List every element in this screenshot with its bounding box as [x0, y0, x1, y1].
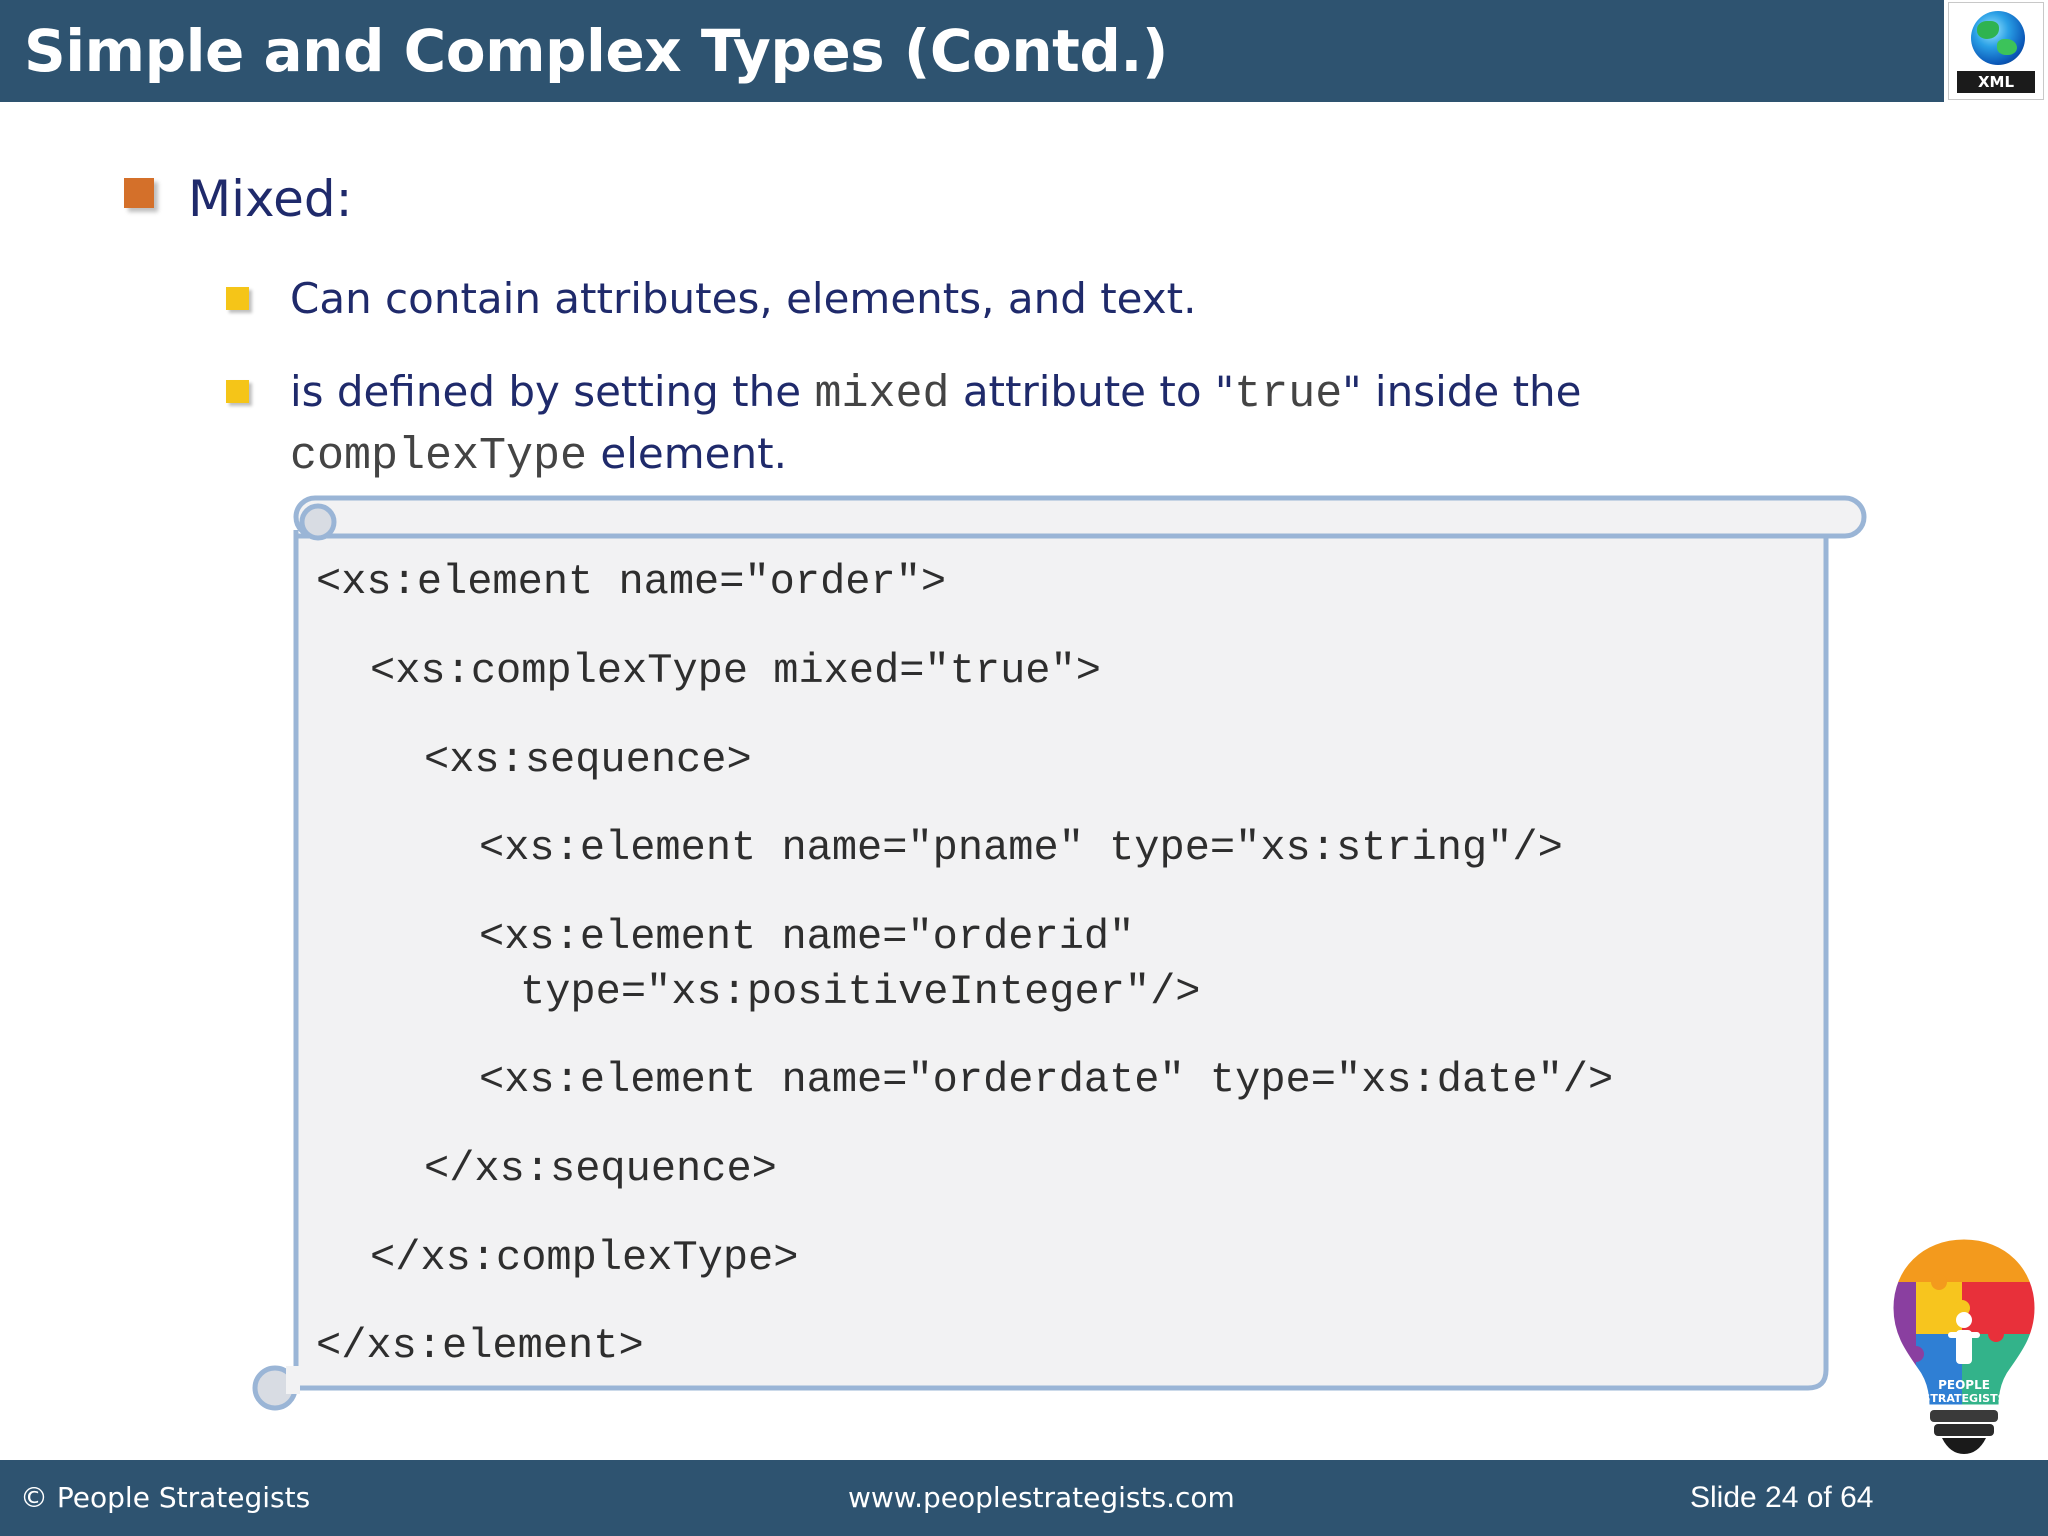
- code-line: </xs:sequence>: [424, 1145, 777, 1193]
- xml-globe-logo: XML: [1948, 2, 2044, 100]
- sub-bullet-defined-line2: complexType element.: [290, 429, 787, 482]
- sub-bullet-defined-line1: is defined by setting the mixed attribut…: [290, 367, 1582, 420]
- globe-icon: [1971, 11, 2025, 65]
- code-scroll-frame: [252, 495, 1867, 1411]
- bullet-square-yellow: [226, 287, 249, 310]
- people-strategists-bulb-logo: PEOPLE STRATEGISTS: [1890, 1236, 2038, 1454]
- footer-bar: © People Strategists www.peoplestrategis…: [0, 1460, 2048, 1536]
- code-line: <xs:element name="orderid": [479, 913, 1135, 961]
- code-line: </xs:complexType>: [370, 1234, 799, 1282]
- svg-text:STRATEGISTS: STRATEGISTS: [1922, 1392, 2005, 1405]
- xml-logo-label: XML: [1957, 71, 2035, 93]
- footer-slide-number: Slide 24 of 64: [1690, 1481, 1874, 1514]
- code-line: <xs:sequence>: [424, 736, 752, 784]
- footer-website-link[interactable]: www.peoplestrategists.com: [848, 1481, 1235, 1514]
- sub-bullet-contain: Can contain attributes, elements, and te…: [290, 274, 1197, 323]
- bullet-mixed: Mixed:: [188, 170, 353, 228]
- slide-title: Simple and Complex Types (Contd.): [24, 17, 1168, 85]
- code-line: type="xs:positiveInteger"/>: [520, 968, 1201, 1016]
- bullet-square-orange: [124, 178, 154, 208]
- inline-code-mixed: mixed: [814, 369, 950, 420]
- code-line: <xs:complexType mixed="true">: [370, 647, 1101, 695]
- code-line: <xs:element name="pname" type="xs:string…: [479, 824, 1563, 872]
- code-line: <xs:element name="order">: [316, 558, 947, 606]
- footer-copyright: © People Strategists: [20, 1481, 311, 1514]
- inline-code-true: true: [1234, 369, 1343, 420]
- inline-code-complextype: complexType: [290, 431, 588, 482]
- svg-text:PEOPLE: PEOPLE: [1938, 1378, 1990, 1392]
- title-bar: Simple and Complex Types (Contd.): [0, 0, 1944, 102]
- bullet-square-yellow: [226, 380, 249, 403]
- code-line: <xs:element name="orderdate" type="xs:da…: [479, 1056, 1614, 1104]
- code-line: </xs:element>: [316, 1322, 644, 1370]
